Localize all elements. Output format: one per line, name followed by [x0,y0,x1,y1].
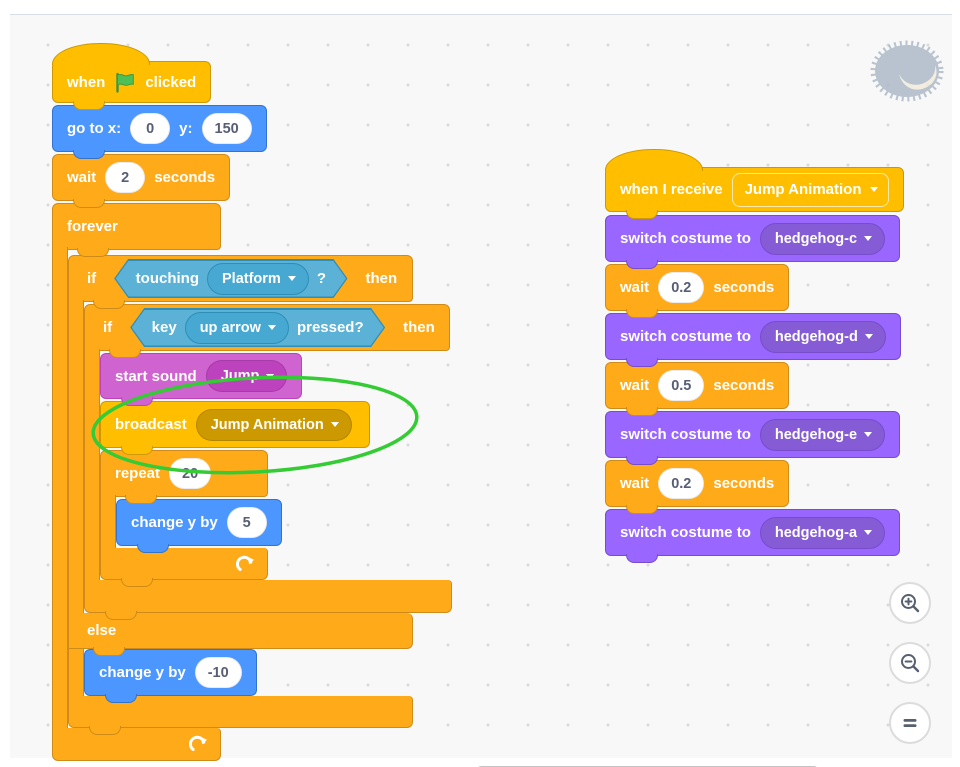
wait-input[interactable]: 0.5 [658,370,705,401]
block-label: wait [620,475,650,492]
loop-arrow-icon [235,554,255,574]
block-wait-seconds[interactable]: wait 0.2 seconds [605,264,790,318]
zoom-out-icon [898,651,922,675]
change-y-input[interactable]: -10 [194,657,242,688]
zoom-reset-button[interactable] [889,702,931,744]
block-label: then [403,319,435,336]
green-flag-icon [114,72,136,93]
forever-bottom-bar[interactable] [52,728,221,761]
change-y-input[interactable]: 5 [226,507,267,538]
broadcast-message-dropdown[interactable]: Jump Animation [195,408,352,441]
block-wait-seconds[interactable]: wait 2 seconds [52,154,231,208]
block-label: then [365,270,398,287]
block-label: switch costume to [620,524,751,541]
block-start-sound[interactable]: start sound Jump [100,353,303,406]
block-label: wait [620,279,650,296]
block-label: change y by [99,664,186,681]
block-label: switch costume to [620,230,751,247]
block-label: pressed? [296,319,364,336]
costume-dropdown[interactable]: hedgehog-c [759,222,886,255]
repeat-bottom-bar[interactable] [100,548,268,587]
caret-down-icon [864,530,873,535]
condition-key-pressed[interactable]: key up arrow pressed? [130,308,385,347]
block-label: change y by [131,514,218,531]
caret-down-icon [864,432,873,437]
block-if-touching-header[interactable]: if touching Platform ? then [68,255,413,309]
condition-touching-platform[interactable]: touching Platform ? [114,259,347,298]
block-forever-header[interactable]: forever [52,203,221,257]
block-label: forever [67,218,118,235]
if-touching-else-bar[interactable]: else [68,613,413,656]
block-switch-costume[interactable]: switch costume to hedgehog-a [605,509,901,563]
touching-target-dropdown[interactable]: Platform [207,263,309,295]
block-label: seconds [713,377,775,394]
code-workspace[interactable]: when clicked go to x: 0 y: 150 wait 2 se… [10,14,952,767]
block-label: seconds [154,169,216,186]
zoom-out-button[interactable] [889,642,931,684]
wait-input[interactable]: 2 [105,162,146,193]
block-switch-costume[interactable]: switch costume to hedgehog-c [605,215,901,269]
block-when-flag-clicked[interactable]: when clicked [52,43,212,110]
hedgehog-sprite-watermark [870,40,944,102]
caret-down-icon [266,373,275,379]
wait-input[interactable]: 0.2 [658,272,705,303]
block-label: wait [620,377,650,394]
block-change-y-up[interactable]: change y by 5 [116,499,282,553]
sound-dropdown[interactable]: Jump [205,360,288,392]
block-broadcast[interactable]: broadcast Jump Animation [100,401,370,455]
block-change-y-down[interactable]: change y by -10 [84,649,257,703]
block-label: broadcast [115,416,187,433]
block-repeat-header[interactable]: repeat 20 [100,450,268,504]
block-label: if [103,319,113,336]
zoom-in-icon [898,591,922,615]
costume-dropdown[interactable]: hedgehog-d [759,320,886,353]
repeat-count-input[interactable]: 20 [169,458,212,489]
wait-input[interactable]: 0.2 [658,468,705,499]
block-label: key [151,319,177,336]
block-label: wait [67,169,97,186]
block-label: seconds [713,475,775,492]
x-input[interactable]: 0 [130,113,171,144]
else-label: else [87,622,117,639]
block-wait-seconds[interactable]: wait 0.5 seconds [605,362,790,416]
block-label: start sound [115,367,197,385]
block-label: if [87,270,97,287]
caret-down-icon [288,276,296,281]
zoom-in-button[interactable] [889,582,931,624]
repeat-left-wall[interactable] [100,495,116,550]
block-label: repeat [115,465,161,482]
block-label: y: [179,120,193,137]
caret-down-icon [864,334,873,339]
block-label: when I receive [620,181,723,198]
caret-down-icon [330,422,339,427]
y-input[interactable]: 150 [201,113,252,144]
caret-down-icon [869,187,878,192]
caret-down-icon [864,236,873,241]
block-go-to-xy[interactable]: go to x: 0 y: 150 [52,105,267,159]
if-key-left-wall[interactable] [84,349,100,581]
block-label: seconds [713,279,775,296]
zoom-reset-icon [900,713,920,733]
block-when-i-receive[interactable]: when I receive Jump Animation [605,149,904,219]
block-switch-costume[interactable]: switch costume to hedgehog-e [605,411,901,465]
caret-down-icon [268,325,276,330]
block-label: ? [316,270,326,287]
block-label: switch costume to [620,328,751,345]
forever-left-wall[interactable] [52,247,68,731]
block-label: when [67,73,106,91]
block-wait-seconds[interactable]: wait 0.2 seconds [605,460,790,514]
block-label: clicked [145,73,197,91]
if-touching-left-wall[interactable] [68,300,84,698]
receive-message-dropdown[interactable]: Jump Animation [731,172,889,207]
costume-dropdown[interactable]: hedgehog-a [759,516,886,549]
costume-dropdown[interactable]: hedgehog-e [759,418,886,451]
block-label: switch costume to [620,426,751,443]
loop-arrow-icon [188,734,208,754]
block-switch-costume[interactable]: switch costume to hedgehog-d [605,313,901,367]
block-if-key-header[interactable]: if key up arrow pressed? then [84,304,450,358]
key-option-dropdown[interactable]: up arrow [185,312,289,344]
block-label: go to x: [67,120,122,137]
block-label: touching [135,270,199,287]
